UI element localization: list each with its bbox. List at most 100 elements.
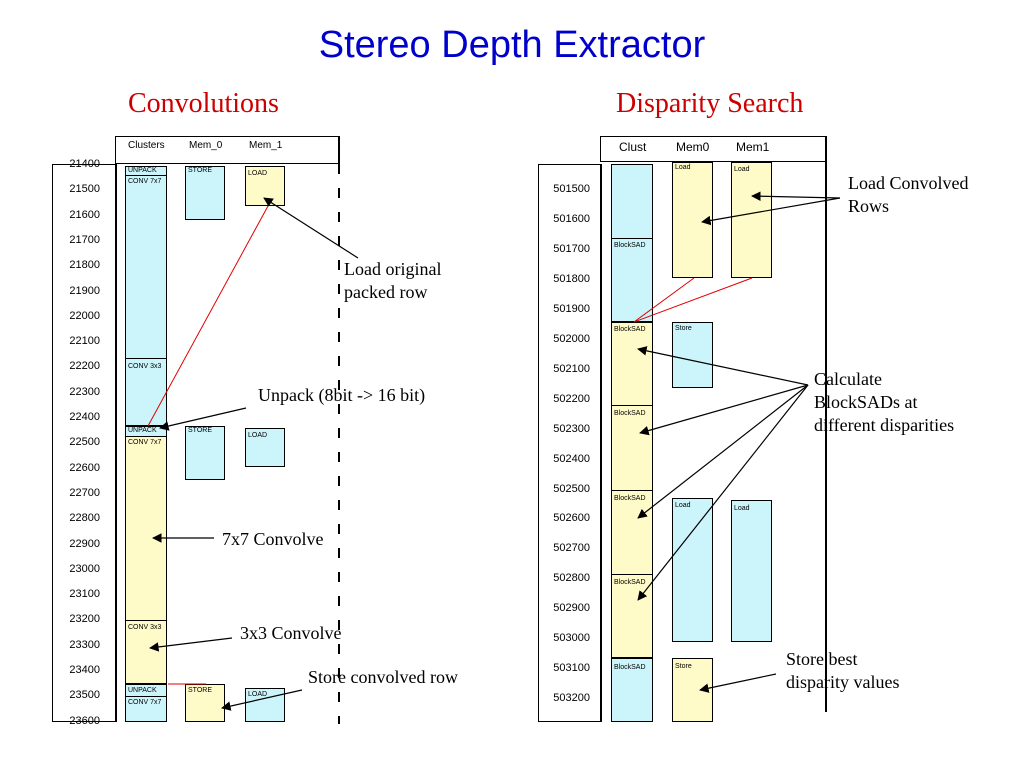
arrow-load-convolved-mem0 [701, 197, 841, 226]
right-tick-label: 503000 [553, 632, 590, 645]
label-load-b: Load [734, 166, 750, 173]
left-tick-label: 23400 [69, 664, 100, 676]
left-tick-label: 21800 [69, 259, 100, 272]
red-line-mem0-to-clust [633, 277, 695, 323]
arrow-calc-1 [637, 346, 809, 386]
left-tick-label: 23100 [69, 588, 100, 601]
left-tick-label: 21400 [69, 158, 100, 170]
annotation-load-convolved-line1: Load Convolved [848, 173, 969, 193]
label-conv7-3: CONV 7x7 [128, 699, 162, 706]
right-tick-frame [538, 164, 602, 722]
arrow-store-best [699, 673, 777, 693]
left-tick-label: 23600 [69, 714, 100, 727]
right-tick-label: 502600 [553, 512, 590, 525]
left-tick-label: 22200 [69, 360, 100, 373]
annotation-convolve7: 7x7 Convolve [222, 529, 324, 549]
arrow-load-original [263, 197, 359, 259]
right-tick-label: 502000 [553, 332, 590, 345]
arrow-load-convolved-mem1 [751, 191, 841, 201]
right-tick-label: 502800 [553, 572, 590, 585]
arrow-calc-3 [637, 384, 809, 519]
annotation-store-best-line2: disparity values [786, 672, 900, 692]
right-divider-3 [611, 490, 653, 491]
right-tick-label: 502700 [553, 542, 590, 555]
label-blocksad-6: BlockSAD [614, 664, 646, 671]
annotation-calculate-line1: Calculate [814, 369, 882, 389]
left-header-frame [115, 136, 340, 164]
left-tick-label: 21500 [69, 183, 100, 196]
annotation-store-row: Store convolved row [308, 667, 458, 687]
right-tick-label: 502500 [553, 482, 590, 495]
left-load-block-3 [245, 688, 285, 722]
left-header-clusters: Clusters [128, 140, 165, 151]
label-store-3: STORE [188, 687, 212, 694]
label-load-3: LOAD [248, 691, 268, 698]
left-store-block-2 [185, 426, 225, 480]
right-tick-label: 502200 [553, 392, 590, 405]
left-header-mem0: Mem_0 [189, 140, 223, 151]
right-header-mem1: Mem1 [736, 140, 770, 154]
label-conv3-2: CONV 3x3 [128, 624, 162, 631]
right-tick-label: 501900 [553, 302, 590, 315]
label-load-1: LOAD [248, 170, 268, 177]
label-load-2: LOAD [248, 432, 268, 439]
right-tick-label: 502100 [553, 362, 590, 375]
label-conv7-1: CONV 7x7 [128, 178, 162, 185]
annotation-load-original-line1: Load original [344, 259, 442, 279]
annotation-load-convolved: Load Convolved Rows [848, 172, 968, 218]
right-divider-2 [611, 405, 653, 406]
left-tick-label: 22800 [69, 512, 100, 525]
left-tick-label: 21600 [69, 208, 100, 221]
label-blocksad-4: BlockSAD [614, 495, 646, 502]
label-store-2: STORE [188, 427, 212, 434]
right-tick-label: 501600 [553, 212, 590, 225]
left-divider-1 [125, 175, 167, 176]
right-right-edge [825, 162, 827, 712]
label-blocksad-3: BlockSAD [614, 410, 646, 417]
right-load-block-b [731, 162, 772, 278]
left-store-block-1 [185, 166, 225, 220]
label-unpack-1: UNPACK [128, 167, 157, 174]
left-tick-frame [52, 164, 117, 722]
left-load-block-2 [245, 428, 285, 467]
right-tick-label: 501800 [553, 272, 590, 285]
left-right-edge-ticks [338, 164, 340, 724]
annotation-load-original: Load original packed row [344, 258, 441, 304]
disparity-search-subtitle: Disparity Search [616, 88, 804, 119]
label-conv3-1: CONV 3x3 [128, 363, 162, 370]
arrow-convolve3 [149, 637, 233, 652]
right-tick-label: 501700 [553, 242, 590, 255]
right-tick-label: 502300 [553, 422, 590, 435]
label-store-1: STORE [188, 167, 212, 174]
left-cluster-block-2 [125, 436, 167, 684]
left-tick-label: 22700 [69, 486, 100, 499]
red-line-mem1-to-clust [633, 277, 753, 323]
right-tick-label: 501500 [553, 183, 590, 195]
arrow-calc-4 [637, 384, 809, 601]
annotation-load-original-line2: packed row [344, 282, 428, 302]
right-tick-label: 503100 [553, 662, 590, 675]
left-tick-label: 22600 [69, 461, 100, 474]
right-cluster-block-1 [611, 164, 653, 322]
left-cluster-block-1 [125, 166, 167, 426]
left-tick-label: 22000 [69, 309, 100, 322]
right-load-block-c [672, 498, 713, 642]
right-header-clust: Clust [619, 140, 647, 154]
right-header-mem0: Mem0 [676, 140, 710, 154]
right-divider-4 [611, 574, 653, 575]
left-tick-label: 22300 [69, 385, 100, 398]
right-tick-label: 502900 [553, 602, 590, 615]
left-tick-label: 23000 [69, 562, 100, 575]
left-tick-label: 22900 [69, 537, 100, 550]
left-tick-label: 23500 [69, 689, 100, 702]
left-tick-label: 22100 [69, 335, 100, 348]
annotation-calculate-line3: different disparities [814, 415, 955, 435]
label-load-a: Load [675, 164, 691, 171]
convolutions-subtitle: Convolutions [128, 88, 279, 119]
label-unpack-2: UNPACK [128, 427, 157, 434]
page-title: Stereo Depth Extractor [318, 24, 706, 66]
label-unpack-3: UNPACK [128, 687, 157, 694]
left-tick-label: 21700 [69, 233, 100, 246]
label-load-c: Load [675, 502, 691, 509]
